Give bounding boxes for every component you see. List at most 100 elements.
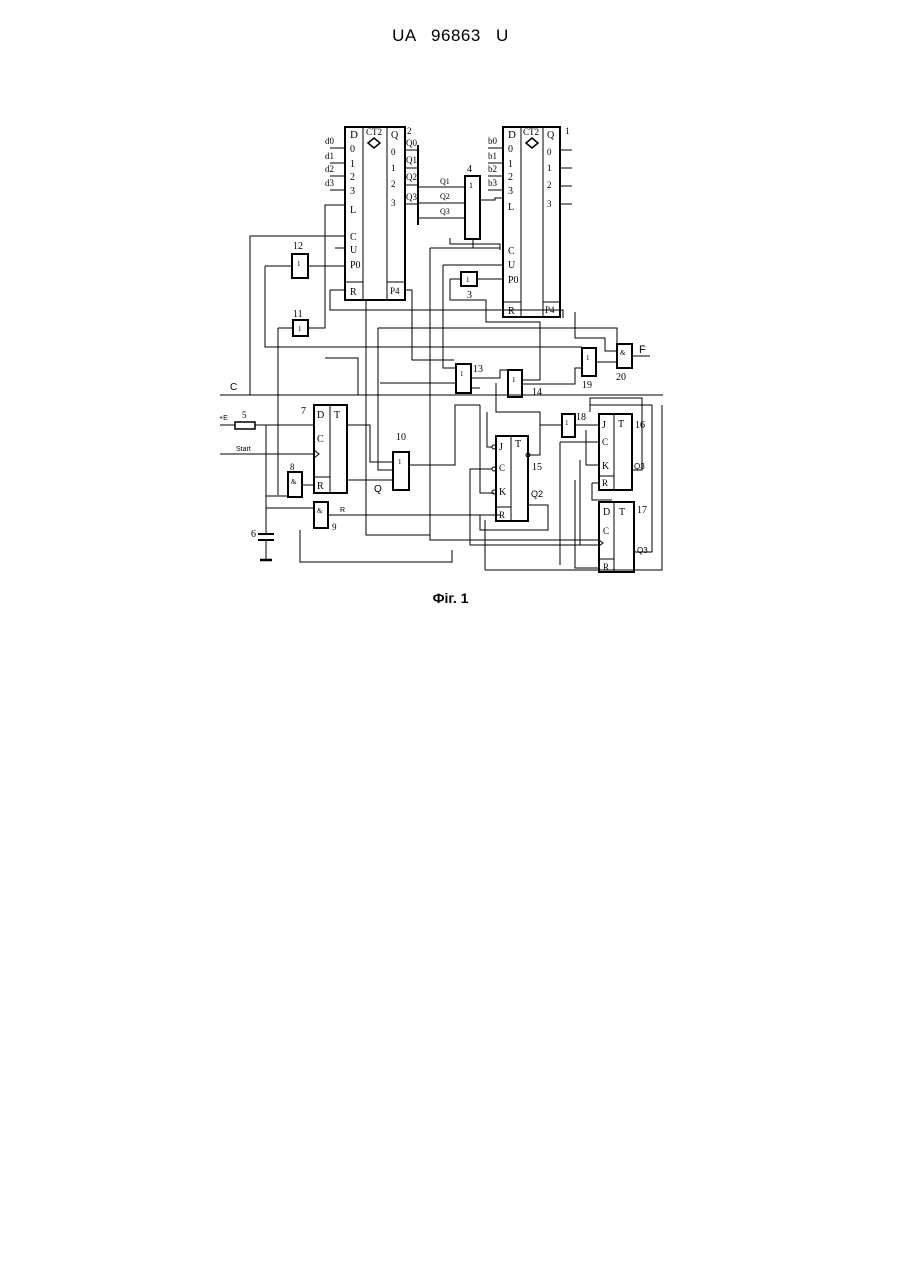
left-counter-input-d: D [350,129,358,141]
label-16: 16 [635,420,645,431]
svg-text:K: K [602,461,610,472]
label-6: 6 [251,529,256,540]
left-counter-output-2: 2 [391,179,396,189]
svg-text:1: 1 [586,354,590,362]
left-counter-output-q: Q [391,130,399,141]
svg-text:C: C [602,437,608,447]
left-counter-carry: P4 [390,286,400,296]
left-counter-type-label: CT2 [366,127,382,137]
label-3: 3 [467,290,472,301]
left-counter-input-l: L [350,205,356,216]
right-counter-output-2: 2 [547,180,552,190]
resistor-5 [235,422,255,429]
left-counter-input-2: 2 [350,172,355,183]
signal-c: C [230,382,237,393]
right-counter-output-0: 0 [547,147,552,157]
svg-text:T: T [619,507,625,518]
svg-text:1: 1 [565,419,569,427]
document-header: UA 96863 U [0,26,901,46]
svg-text:&: & [620,349,626,357]
svg-text:D: D [317,410,324,421]
right-counter-type-label: CT2 [523,127,539,137]
input-b2: b2 [488,164,497,174]
svg-text:C: C [499,463,505,473]
label-9: 9 [332,522,337,532]
right-counter-input-l: L [508,202,514,213]
input-b1: b1 [488,151,497,161]
label-14: 14 [532,387,542,398]
left-counter-output-1: 1 [391,163,396,173]
signal-q: Q [374,484,382,495]
label-19: 19 [582,380,592,391]
svg-text:&: & [317,507,323,515]
input-d1: d1 [325,151,334,161]
label-15: 15 [532,462,542,473]
gate-18 [562,414,575,437]
left-counter-input-1: 1 [350,159,355,170]
svg-text:D: D [603,507,610,518]
input-d2: d2 [325,164,334,174]
label-11: 11 [293,309,303,320]
label-10: 10 [396,432,406,443]
signal-qb3: Q3 [637,546,648,555]
svg-text:&: & [291,478,297,486]
svg-text:R: R [602,478,608,488]
right-counter-input-c: C [508,246,515,257]
right-counter-input-d: D [508,129,516,141]
right-counter-number: 1 [565,126,570,136]
gate-19 [582,348,596,376]
right-counter-input-p0: P0 [508,275,519,286]
svg-text:C: C [317,434,324,445]
label-18: 18 [576,412,586,423]
start-label: Start [236,446,251,453]
left-counter-input-3: 3 [350,186,355,197]
right-counter-output-3: 3 [547,199,552,209]
label-17: 17 [637,505,647,516]
left-counter-q3-label: Q3 [406,192,417,202]
svg-text:C: C [603,526,609,536]
svg-text:R: R [499,510,505,520]
svg-text:1: 1 [466,276,470,284]
svg-text:1: 1 [398,458,402,466]
right-counter-output-1: 1 [547,163,552,173]
left-counter-input-c: C [350,232,357,243]
svg-text:J: J [602,420,606,431]
left-counter-q2-label: Q2 [406,172,417,182]
input-d0: d0 [325,136,335,146]
svg-text:1: 1 [512,376,516,384]
right-counter-input-u: U [508,260,516,271]
figure-caption: Фіг. 1 [0,590,901,606]
right-counter-input-3: 3 [508,186,513,197]
gate-13 [456,364,471,393]
svg-text:1: 1 [460,370,464,378]
svg-text:1: 1 [298,325,302,333]
svg-text:1: 1 [297,260,301,268]
svg-text:J: J [499,442,503,453]
label-4: 4 [467,164,472,175]
left-counter-q1-label: Q1 [406,155,417,165]
svg-text:K: K [499,487,507,498]
label-8: 8 [290,462,295,472]
left-counter-output-0: 0 [391,147,396,157]
circuit-schematic: D 0 1 2 3 L C U P0 R CT2 Q 0 1 2 3 P4 2 … [210,120,670,575]
svg-text:T: T [334,410,340,421]
left-counter-q0-label: Q0 [406,138,417,148]
gate-9 [314,502,328,528]
circuit-diagram: D 0 1 2 3 L C U P0 R CT2 Q 0 1 2 3 P4 2 … [210,120,670,575]
label-13: 13 [473,364,483,375]
svg-text:T: T [515,439,521,450]
gate4-input-q2: Q2 [440,192,450,201]
svg-text:R: R [317,481,324,492]
svg-text:T: T [618,419,624,430]
label-7: 7 [301,406,306,417]
left-counter-input-p0: P0 [350,260,361,271]
signal-r: R [340,507,345,514]
output-f: F [639,344,646,356]
label-20: 20 [616,372,626,383]
left-counter-output-3: 3 [391,198,396,208]
left-counter-input-0: 0 [350,144,355,155]
input-d3: d3 [325,178,335,188]
left-counter-input-u: U [350,245,358,256]
input-b3: b3 [488,178,498,188]
right-counter-input-0: 0 [508,144,513,155]
